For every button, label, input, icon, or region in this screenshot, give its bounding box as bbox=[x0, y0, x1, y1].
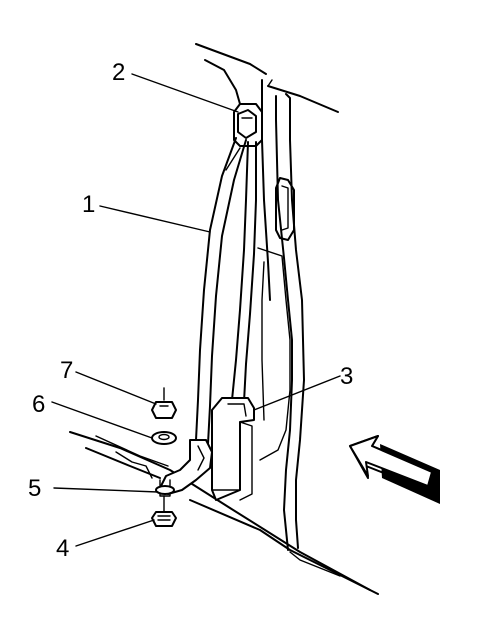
washer bbox=[151, 431, 177, 445]
callout-4: 4 bbox=[56, 535, 69, 562]
anchor-plate bbox=[159, 439, 213, 495]
callout-6: 6 bbox=[32, 391, 45, 418]
retractor bbox=[211, 397, 255, 501]
floor-sill bbox=[69, 431, 379, 595]
callout-5: 5 bbox=[28, 475, 41, 502]
arrow-icon bbox=[349, 435, 440, 504]
belt-webbing bbox=[191, 137, 257, 457]
leader-lines bbox=[51, 73, 341, 547]
callout-1: 1 bbox=[82, 191, 95, 218]
b-pillar bbox=[257, 79, 305, 551]
callout-7: 7 bbox=[60, 357, 73, 384]
callout-2: 2 bbox=[112, 59, 125, 86]
callout-3: 3 bbox=[340, 363, 353, 390]
spacer bbox=[155, 479, 175, 497]
d-ring-guide bbox=[233, 103, 263, 147]
roof-edge bbox=[195, 43, 339, 113]
nut bbox=[151, 387, 177, 419]
bolt bbox=[151, 495, 177, 527]
